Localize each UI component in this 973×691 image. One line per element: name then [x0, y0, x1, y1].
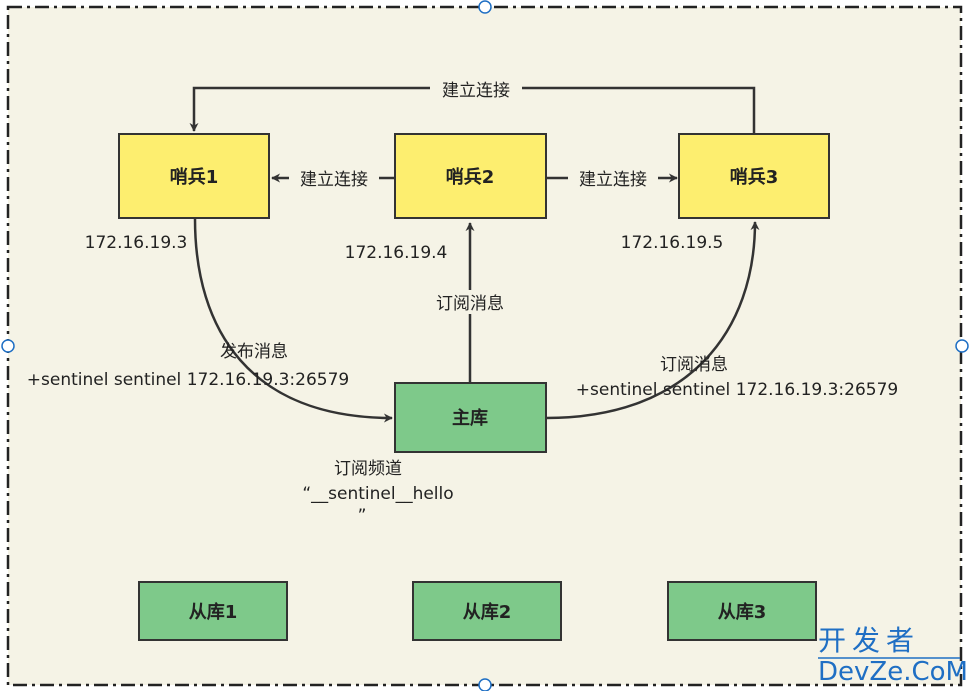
- label-subscribe-s3-cmd: +sentinel sentinel 172.16.19.3:26579: [576, 380, 898, 400]
- node-slave2-label: 从库2: [463, 601, 512, 623]
- node-slave3-label: 从库3: [718, 601, 767, 623]
- ip-sentinel3: 172.16.19.5: [621, 233, 724, 253]
- node-sentinel1-label: 哨兵1: [170, 166, 219, 188]
- label-bg-s2-s1: [289, 166, 379, 190]
- selection-handle-right[interactable]: [955, 339, 969, 353]
- channel-line2: “__sentinel__hello: [302, 484, 453, 504]
- label-publish: 发布消息: [220, 342, 288, 362]
- node-sentinel2[interactable]: 哨兵2: [394, 133, 547, 219]
- channel-line3: ”: [358, 506, 367, 526]
- node-master[interactable]: 主库: [394, 382, 547, 453]
- label-s2-to-s3: 建立连接: [579, 170, 647, 190]
- node-slave1-label: 从库1: [189, 601, 238, 623]
- selection-handle-left[interactable]: [1, 339, 15, 353]
- label-subscribe-s2: 订阅消息: [436, 294, 504, 314]
- node-sentinel3-label: 哨兵3: [730, 166, 779, 188]
- watermark-logo: 开发者 DevZe.CoM: [818, 624, 968, 687]
- ip-sentinel2: 172.16.19.4: [345, 243, 448, 263]
- label-bg-top-connect: [430, 77, 522, 101]
- node-slave2[interactable]: 从库2: [412, 581, 562, 641]
- node-slave3[interactable]: 从库3: [667, 581, 817, 641]
- selection-handle-top[interactable]: [478, 0, 492, 14]
- ip-sentinel1: 172.16.19.3: [85, 233, 188, 253]
- edge-master-to-sentinel3: [545, 221, 760, 420]
- label-top-connect: 建立连接: [442, 81, 510, 101]
- node-slave1[interactable]: 从库1: [138, 581, 288, 641]
- label-publish-cmd: +sentinel sentinel 172.16.19.3:26579: [27, 370, 349, 390]
- node-sentinel2-label: 哨兵2: [446, 166, 495, 188]
- label-bg-subscribe-s2: [425, 290, 515, 314]
- node-master-label: 主库: [452, 407, 488, 429]
- node-sentinel1[interactable]: 哨兵1: [118, 133, 270, 219]
- label-s2-to-s1: 建立连接: [300, 170, 368, 190]
- watermark-en: DevZe.CoM: [818, 657, 968, 687]
- edge-sentinel1-to-master: [193, 218, 393, 423]
- node-sentinel3[interactable]: 哨兵3: [678, 133, 830, 219]
- label-subscribe-s3: 订阅消息: [660, 355, 728, 375]
- selection-handle-bottom[interactable]: [478, 678, 492, 691]
- channel-line1: 订阅频道: [334, 459, 402, 479]
- label-bg-s2-s3: [568, 166, 658, 190]
- watermark-cn: 开发者: [818, 624, 920, 657]
- frame-background: [6, 5, 963, 687]
